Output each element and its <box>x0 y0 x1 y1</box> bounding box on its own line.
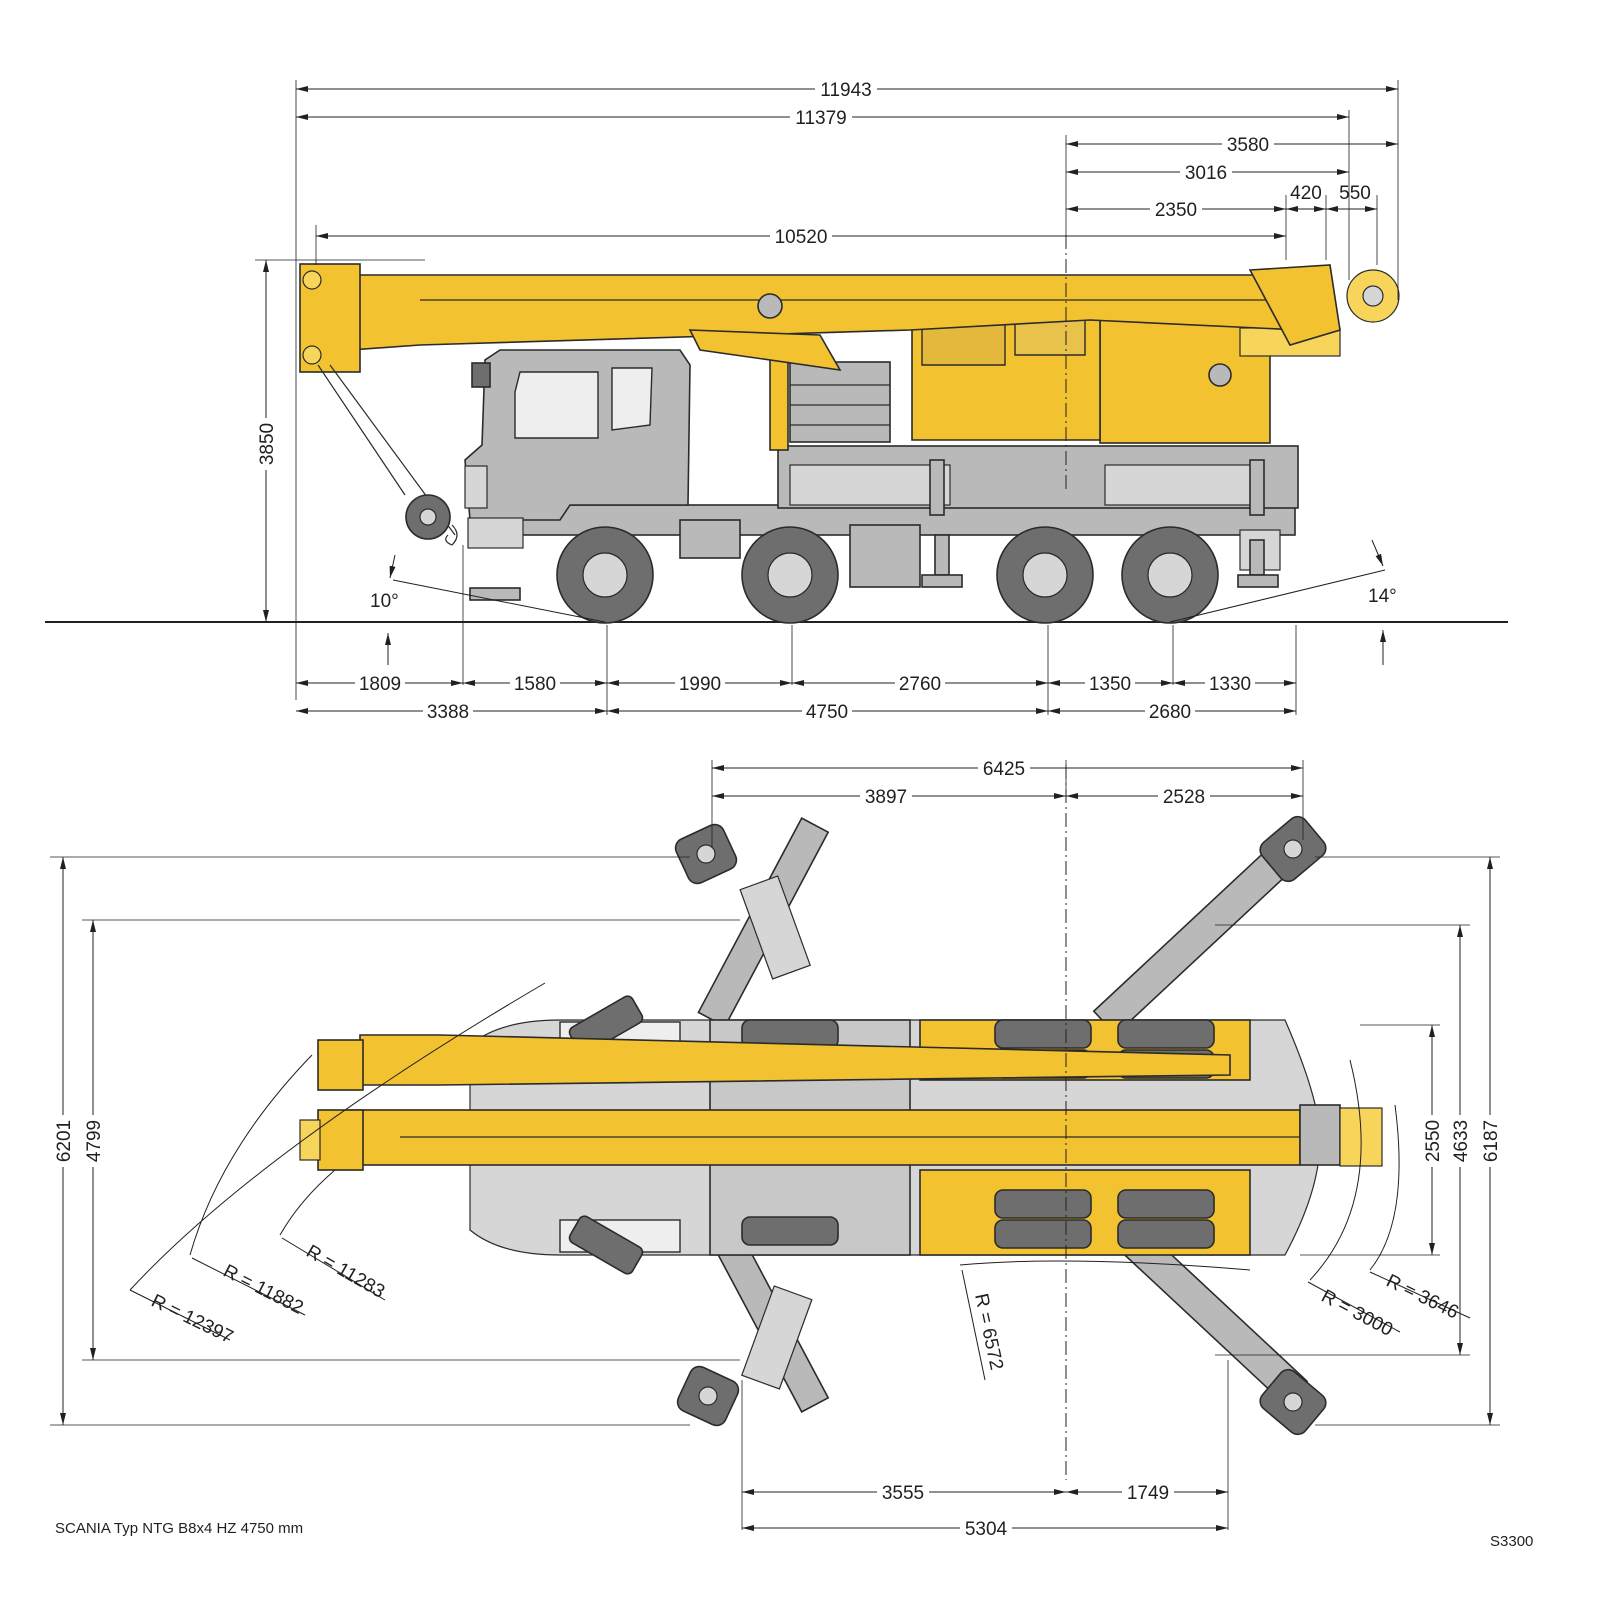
side-view: 10° 14° 11943 11379 <box>45 78 1508 723</box>
radius-3000: R = 3000 <box>1318 1286 1396 1341</box>
radius-11283: R = 11283 <box>303 1241 389 1303</box>
radius-3646: R = 3646 <box>1383 1271 1462 1324</box>
dim-2550: 2550 <box>1423 1120 1444 1162</box>
tyres-top <box>568 995 1215 1275</box>
dim-1749: 1749 <box>1127 1483 1169 1504</box>
dim-boom-10520: 10520 <box>775 227 828 248</box>
side-extension-lines <box>255 80 1399 715</box>
dim-5304: 5304 <box>965 1519 1008 1540</box>
radius-11882: R = 11882 <box>220 1261 307 1319</box>
drawing-code: S3300 <box>1490 1533 1533 1550</box>
dim-3580: 3580 <box>1227 135 1269 156</box>
dim-6425: 6425 <box>983 759 1025 780</box>
dim-1990: 1990 <box>679 674 721 695</box>
dim-550: 550 <box>1339 183 1371 204</box>
dim-3555: 3555 <box>882 1483 924 1504</box>
top-view: R = 12397 R = 11882 R = 11283 R = 6572 R… <box>50 757 1502 1540</box>
dim-overall-length: 11943 <box>820 80 871 101</box>
dim-2350: 2350 <box>1155 200 1197 221</box>
dim-2680: 2680 <box>1149 702 1191 723</box>
dim-420: 420 <box>1290 183 1322 204</box>
departure-angle-label: 14° <box>1368 586 1397 607</box>
hook-block <box>317 364 458 546</box>
dim-1809: 1809 <box>359 674 401 695</box>
dim-3016: 3016 <box>1185 163 1227 184</box>
dim-4750: 4750 <box>806 702 848 723</box>
dim-6187: 6187 <box>1481 1120 1502 1162</box>
approach-angle-label: 10° <box>370 591 399 612</box>
dim-6201: 6201 <box>54 1120 75 1162</box>
radius-arcs <box>129 982 1471 1381</box>
dim-1580: 1580 <box>514 674 556 695</box>
dim-4633: 4633 <box>1451 1120 1472 1162</box>
radius-6572: R = 6572 <box>970 1292 1007 1372</box>
radius-12397: R = 12397 <box>148 1291 236 1349</box>
carrier-chassis <box>474 445 1299 588</box>
dim-2760: 2760 <box>899 674 941 695</box>
boom-top <box>299 1034 1383 1171</box>
telescopic-boom <box>299 263 1400 451</box>
top-extension-lines <box>50 760 1500 1530</box>
driver-cab <box>464 349 691 601</box>
wheels <box>556 526 1219 624</box>
dim-3388: 3388 <box>427 702 469 723</box>
dim-height: 3850 <box>257 423 278 465</box>
dim-1330: 1330 <box>1209 674 1251 695</box>
dim-boom-length: 11379 <box>795 108 846 129</box>
dim-3897: 3897 <box>865 787 907 808</box>
dim-2528: 2528 <box>1163 787 1205 808</box>
dim-4799: 4799 <box>84 1120 105 1162</box>
vehicle-caption: SCANIA Typ NTG B8x4 HZ 4750 mm <box>55 1520 303 1537</box>
dim-1350: 1350 <box>1089 674 1131 695</box>
